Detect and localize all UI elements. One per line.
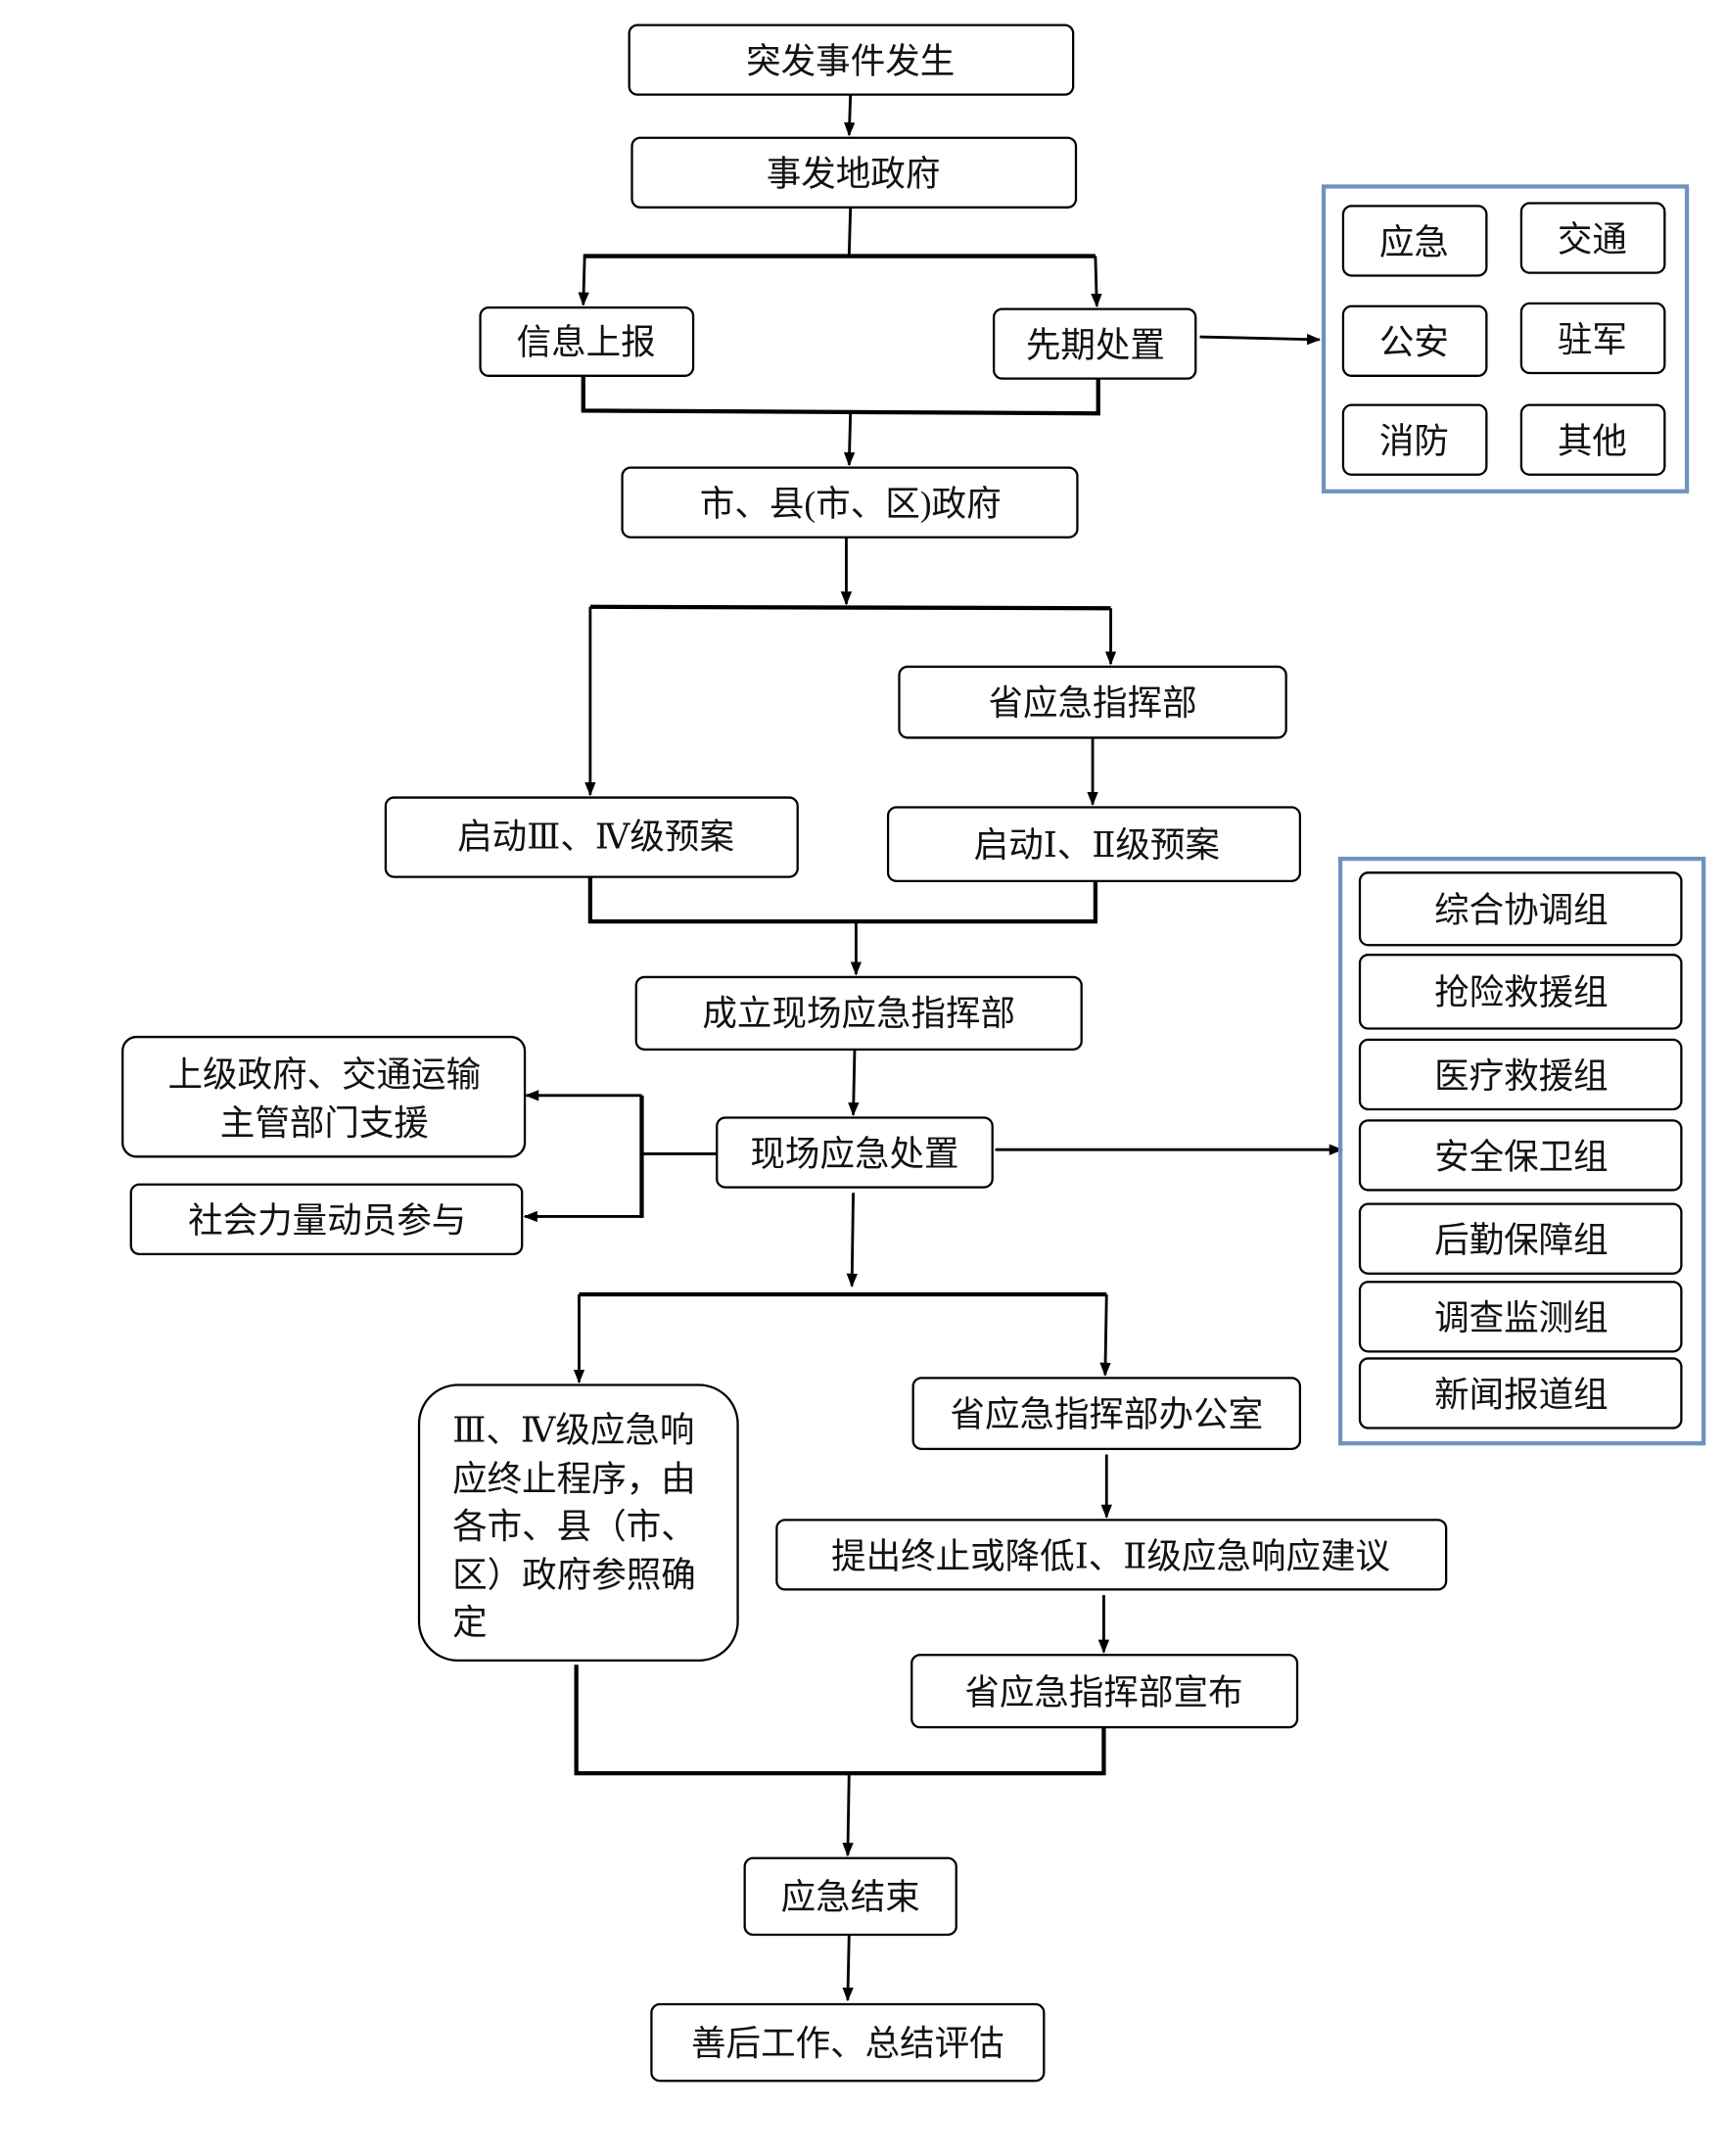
initial-units-group: 应急 交通 公安 驻军 消防 其他: [1321, 184, 1690, 493]
unit-other: 其他: [1519, 403, 1666, 476]
svg-text:区）政府参照确: 区）政府参照确: [452, 1556, 696, 1595]
svg-text:省应急指挥部: 省应急指挥部: [989, 683, 1197, 723]
svg-text:驻军: 驻军: [1558, 320, 1627, 359]
connectors: [523, 94, 1343, 2002]
node-provincial-office: 省应急指挥部办公室: [911, 1377, 1302, 1450]
node-provincial-announce: 省应急指挥部宣布: [910, 1654, 1299, 1729]
svg-text:启动Ⅲ、Ⅳ级预案: 启动Ⅲ、Ⅳ级预案: [457, 817, 734, 856]
svg-text:各市、县（市、: 各市、县（市、: [452, 1507, 696, 1546]
svg-text:突发事件发生: 突发事件发生: [746, 42, 955, 81]
svg-text:消防: 消防: [1379, 422, 1449, 461]
group-rescue: 抢险救援组: [1358, 954, 1683, 1030]
svg-text:调查监测组: 调查监测组: [1434, 1298, 1609, 1337]
svg-text:主管部门支援: 主管部门支援: [220, 1103, 429, 1143]
node-site-hq: 成立现场应急指挥部: [634, 975, 1083, 1051]
svg-text:提出终止或降低Ⅰ、Ⅱ级应急响应建议: 提出终止或降低Ⅰ、Ⅱ级应急响应建议: [831, 1536, 1390, 1575]
node-aftermath: 善后工作、总结评估: [650, 2002, 1046, 2083]
svg-text:先期处置: 先期处置: [1026, 326, 1165, 365]
node-event: 突发事件发生: [628, 23, 1075, 96]
group-coordination: 综合协调组: [1358, 871, 1683, 947]
svg-text:交通: 交通: [1558, 220, 1627, 259]
group-medical: 医疗救援组: [1358, 1038, 1683, 1111]
node-info-report: 信息上报: [479, 306, 695, 377]
svg-text:应急结束: 应急结束: [781, 1878, 920, 1917]
node-initial-response: 先期处置: [992, 307, 1197, 380]
unit-transport: 交通: [1519, 202, 1666, 274]
svg-text:其他: 其他: [1558, 422, 1627, 461]
group-security: 安全保卫组: [1358, 1119, 1683, 1192]
svg-text:综合协调组: 综合协调组: [1434, 891, 1609, 930]
node-local-gov: 事发地政府: [630, 136, 1078, 209]
svg-text:成立现场应急指挥部: 成立现场应急指挥部: [702, 994, 1015, 1033]
group-investigation: 调查监测组: [1358, 1281, 1683, 1353]
unit-garrison: 驻军: [1519, 302, 1666, 375]
svg-text:信息上报: 信息上报: [517, 323, 656, 362]
svg-text:现场应急处置: 现场应急处置: [750, 1134, 958, 1173]
svg-text:后勤保障组: 后勤保障组: [1434, 1221, 1609, 1260]
svg-text:抢险救援组: 抢险救援组: [1434, 973, 1609, 1012]
node-city-county-gov: 市、县(市、区)政府: [621, 466, 1079, 539]
node-social-forces: 社会力量动员参与: [129, 1183, 524, 1255]
node-site-response: 现场应急处置: [716, 1116, 994, 1189]
unit-fire: 消防: [1341, 403, 1488, 476]
working-groups: 综合协调组 抢险救援组 医疗救援组 安全保卫组 后勤保障组 调查监测组 新闻报道…: [1337, 856, 1706, 1446]
svg-text:Ⅲ、Ⅳ级应急响: Ⅲ、Ⅳ级应急响: [452, 1411, 694, 1450]
svg-text:善后工作、总结评估: 善后工作、总结评估: [691, 2024, 1004, 2063]
svg-text:医疗救援组: 医疗救援组: [1434, 1056, 1609, 1096]
svg-text:定: 定: [452, 1603, 488, 1642]
svg-text:公安: 公安: [1379, 323, 1449, 362]
node-superior-support: 上级政府、交通运输 主管部门支援: [121, 1035, 527, 1158]
svg-text:省应急指挥部宣布: 省应急指挥部宣布: [964, 1673, 1242, 1712]
node-end: 应急结束: [743, 1856, 957, 1937]
node-termination-3-4: Ⅲ、Ⅳ级应急响 应终止程序，由 各市、县（市、 区）政府参照确 定: [417, 1383, 739, 1663]
group-logistics: 后勤保障组: [1358, 1202, 1683, 1275]
node-provincial-hq: 省应急指挥部: [898, 665, 1287, 739]
svg-text:新闻报道组: 新闻报道组: [1434, 1375, 1609, 1414]
svg-text:应急: 应急: [1379, 222, 1449, 261]
svg-text:事发地政府: 事发地政府: [767, 155, 941, 194]
unit-police: 公安: [1341, 305, 1488, 377]
svg-text:省应急指挥部办公室: 省应急指挥部办公室: [950, 1394, 1263, 1433]
node-plan-3-4: 启动Ⅲ、Ⅳ级预案: [384, 796, 799, 878]
svg-text:市、县(市、区)政府: 市、县(市、区)政府: [700, 485, 1002, 524]
unit-emergency: 应急: [1341, 205, 1488, 277]
node-plan-1-2: 启动Ⅰ、Ⅱ级预案: [886, 806, 1302, 882]
group-news: 新闻报道组: [1358, 1357, 1683, 1430]
node-proposal: 提出终止或降低Ⅰ、Ⅱ级应急响应建议: [775, 1519, 1448, 1591]
svg-text:应终止程序，由: 应终止程序，由: [452, 1459, 696, 1498]
svg-text:启动Ⅰ、Ⅱ级预案: 启动Ⅰ、Ⅱ级预案: [974, 825, 1220, 865]
svg-text:社会力量动员参与: 社会力量动员参与: [188, 1201, 466, 1241]
svg-text:安全保卫组: 安全保卫组: [1434, 1137, 1609, 1176]
svg-text:上级政府、交通运输: 上级政府、交通运输: [168, 1055, 482, 1094]
